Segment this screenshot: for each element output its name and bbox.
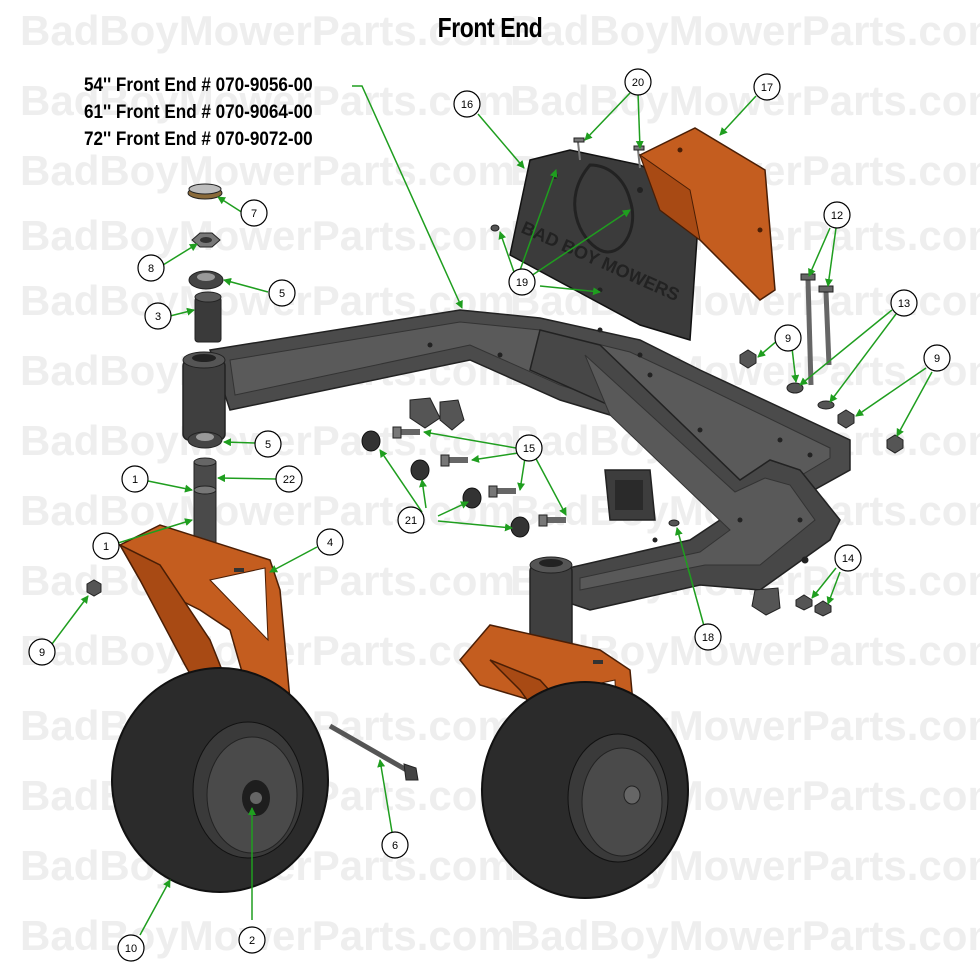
- axle-bolt: [328, 723, 419, 781]
- callout-c9b: 9: [774, 324, 802, 352]
- callout-label: 21: [405, 515, 417, 527]
- watermark-text: BadBoyMowerParts.com: [20, 912, 515, 959]
- callout-c16: 16: [453, 90, 481, 118]
- watermark-text: BadBoyMowerParts.com: [20, 487, 515, 534]
- callout-c13: 13: [890, 289, 918, 317]
- callout-c10: 10: [117, 934, 145, 962]
- callout-c19: 19: [508, 268, 536, 296]
- callout-label: 8: [148, 263, 154, 275]
- hex-nut-left: [86, 579, 102, 597]
- orange-guard: [638, 127, 776, 301]
- watermark-text: BadBoyMowerParts.com: [510, 912, 980, 959]
- callout-label: 13: [898, 298, 910, 310]
- callout-c9a: 9: [28, 638, 56, 666]
- callout-label: 1: [132, 474, 138, 486]
- callout-c6: 6: [381, 831, 409, 859]
- callout-c5b: 5: [254, 430, 282, 458]
- callout-c21: 21: [397, 506, 425, 534]
- callout-c15: 15: [515, 434, 543, 462]
- callout-label: 15: [523, 443, 535, 455]
- callout-label: 5: [265, 439, 271, 451]
- callout-c1a: 1: [121, 465, 149, 493]
- callout-label: 17: [761, 82, 773, 94]
- callout-c3: 3: [144, 302, 172, 330]
- callout-label: 22: [283, 474, 295, 486]
- callout-label: 6: [392, 840, 398, 852]
- left-wheel: [111, 667, 329, 893]
- callout-c14: 14: [834, 544, 862, 572]
- callout-label: 5: [279, 288, 285, 300]
- model-line-61: 61'' Front End # 070-9064-00: [84, 102, 313, 123]
- callout-label: 20: [632, 77, 644, 89]
- callout-label: 1: [103, 541, 109, 553]
- callout-label: 7: [251, 208, 257, 220]
- watermark-text: BadBoyMowerParts.com: [20, 7, 515, 54]
- callout-c18: 18: [694, 623, 722, 651]
- callout-label: 19: [516, 277, 528, 289]
- callout-c22: 22: [275, 465, 303, 493]
- callout-c2: 2: [238, 926, 266, 954]
- callout-label: 3: [155, 311, 161, 323]
- model-part-numbers: 54'' Front End # 070-9056-00 61'' Front …: [84, 72, 313, 153]
- callout-c9c: 9: [923, 344, 951, 372]
- callout-label: 9: [39, 647, 45, 659]
- page-title: Front End: [437, 12, 543, 43]
- small-hardware: [668, 349, 904, 617]
- callout-leader-lines: [51, 85, 933, 936]
- callout-label: 2: [249, 935, 255, 947]
- callout-label: 14: [842, 553, 854, 565]
- callout-c17: 17: [753, 73, 781, 101]
- callout-label: 4: [327, 537, 333, 549]
- callout-c12: 12: [823, 201, 851, 229]
- callout-label: 10: [125, 943, 137, 955]
- callout-c1b: 1: [92, 532, 120, 560]
- model-line-54: 54'' Front End # 070-9056-00: [84, 75, 313, 96]
- watermark-text: BadBoyMowerParts.com: [20, 212, 515, 259]
- watermark-text: BadBoyMowerParts.com: [20, 77, 515, 124]
- watermark-text: BadBoyMowerParts.com: [510, 77, 980, 124]
- right-wheel: [481, 681, 689, 899]
- callout-label: 9: [934, 353, 940, 365]
- callout-c8: 8: [137, 254, 165, 282]
- callout-c4: 4: [316, 528, 344, 556]
- watermark-text: BadBoyMowerParts.com: [510, 7, 980, 54]
- model-line-72: 72'' Front End # 070-9072-00: [84, 129, 313, 150]
- watermark-text: BadBoyMowerParts.com: [20, 147, 515, 194]
- callout-c5a: 5: [268, 279, 296, 307]
- callout-c7: 7: [240, 199, 268, 227]
- callout-label: 16: [461, 99, 473, 111]
- long-bolts: [800, 273, 834, 386]
- callout-c20: 20: [624, 68, 652, 96]
- callout-label: 12: [831, 210, 843, 222]
- callout-label: 18: [702, 632, 714, 644]
- bumpers-and-bolts: [361, 426, 566, 538]
- left-caster-exploded-parts: [187, 183, 224, 548]
- callout-label: 9: [785, 333, 791, 345]
